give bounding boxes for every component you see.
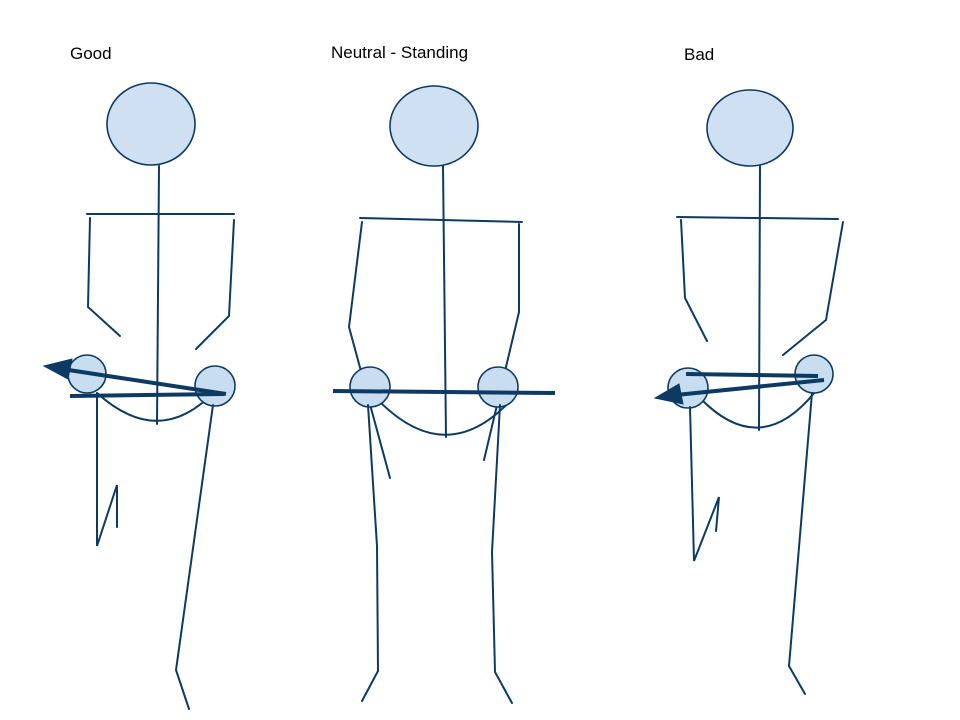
figure-bad bbox=[653, 89, 844, 695]
figure-good-spine bbox=[156, 165, 160, 425]
figure-neutral-left-leg bbox=[361, 404, 380, 702]
figure-neutral-right-arm bbox=[483, 223, 520, 461]
figure-bad-left-leg bbox=[689, 406, 720, 562]
figure-neutral-left-hip-joint bbox=[349, 366, 391, 408]
label-good: Good bbox=[70, 44, 112, 63]
figure-good-head bbox=[106, 82, 196, 166]
label-neutral-standing: Neutral - Standing bbox=[331, 43, 469, 62]
figure-neutral-shoulders bbox=[359, 217, 523, 223]
figure-bad-left-arm bbox=[680, 219, 708, 342]
figure-bad-tilt-arrow bbox=[675, 378, 825, 397]
figure-neutral-head bbox=[389, 85, 479, 167]
figure-neutral-right-leg bbox=[490, 404, 513, 704]
figure-good-arrowhead-icon bbox=[42, 358, 73, 380]
figure-bad-right-leg bbox=[787, 392, 813, 695]
figure-bad-spine bbox=[758, 165, 761, 431]
figure-neutral-left-arm bbox=[347, 221, 391, 479]
figure-good-hip-line bbox=[69, 392, 225, 398]
figure-neutral bbox=[332, 85, 556, 704]
figure-bad-pelvis bbox=[699, 391, 816, 429]
figure-good-right-arm bbox=[195, 219, 235, 350]
figure-bad-hip-line bbox=[685, 372, 819, 378]
figure-bad-shoulders bbox=[676, 216, 839, 220]
label-bad: Bad bbox=[684, 45, 715, 64]
figure-neutral-right-hip-joint bbox=[477, 366, 519, 408]
figure-bad-arrowhead-icon bbox=[653, 383, 684, 405]
figure-good-left-arm bbox=[86, 217, 121, 337]
figure-neutral-spine bbox=[442, 165, 447, 438]
figure-neutral-pelvis bbox=[377, 398, 513, 436]
figure-neutral-hip-line bbox=[332, 389, 556, 395]
figure-bad-head bbox=[706, 89, 794, 167]
figure-good-left-leg bbox=[96, 392, 118, 547]
figure-good-right-leg bbox=[174, 404, 214, 710]
figure-good bbox=[42, 82, 236, 710]
figure-good-right-hip-joint bbox=[194, 365, 236, 407]
figure-bad-right-arm bbox=[782, 221, 844, 356]
figure-good-tilt-arrow bbox=[61, 367, 227, 396]
